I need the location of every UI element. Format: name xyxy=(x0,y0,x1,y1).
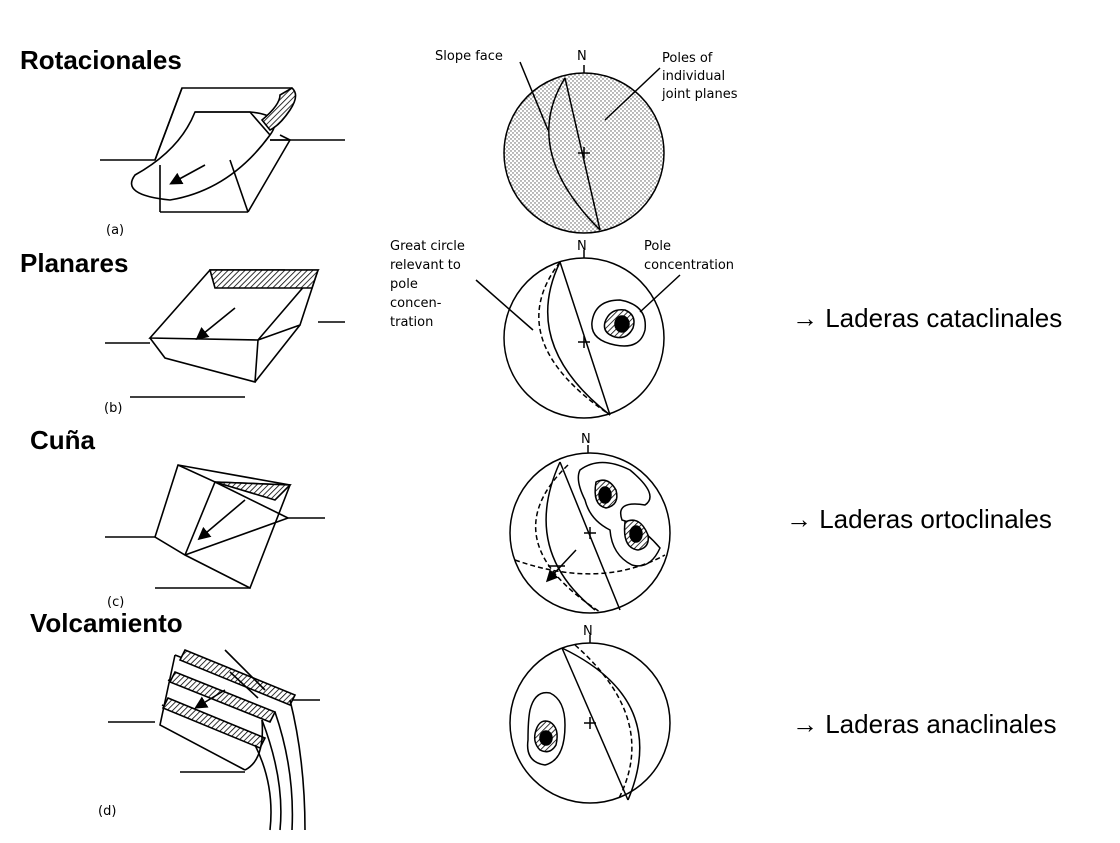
stereonet-toppling xyxy=(509,635,671,804)
north-label-a: N xyxy=(577,49,587,64)
north-label-b: N xyxy=(577,239,587,254)
block-diagram-wedge xyxy=(105,464,325,590)
poles-label-line3: joint planes xyxy=(661,87,738,102)
north-label-c: N xyxy=(581,432,591,447)
relation-ortoclinales: → Laderas ortoclinales xyxy=(786,504,1052,534)
panel-label-a: (a) xyxy=(106,223,124,238)
great-circle-label-line1: Great circle xyxy=(390,239,465,254)
great-circle-label-line5: tration xyxy=(390,315,433,330)
north-label-d: N xyxy=(583,624,593,639)
block-diagram-planar xyxy=(105,269,345,398)
stereonet-wedge xyxy=(509,445,671,614)
poles-label-line1: Poles of xyxy=(662,51,713,66)
relation-cataclinales: → Laderas cataclinales xyxy=(792,303,1063,333)
great-circle-label-line3: pole xyxy=(390,277,418,292)
stereonet-rotational xyxy=(503,61,665,234)
relation-anaclinales: → Laderas anaclinales xyxy=(792,709,1057,739)
great-circle-label-line2: relevant to xyxy=(390,258,461,273)
title-rotacionales: Rotacionales xyxy=(20,45,182,75)
pole-concentration-label-line2: concentration xyxy=(644,258,734,273)
title-planares: Planares xyxy=(20,248,129,278)
title-cuna: Cuña xyxy=(30,425,95,455)
block-diagram-rotational xyxy=(100,87,345,213)
great-circle-label-line4: concen- xyxy=(390,296,442,311)
block-diagram-toppling xyxy=(108,648,320,831)
title-volcamiento: Volcamiento xyxy=(30,608,183,638)
slope-face-label: Slope face xyxy=(435,49,503,64)
panel-label-c: (c) xyxy=(107,595,124,610)
stereonet-planar xyxy=(475,250,681,419)
panel-label-d: (d) xyxy=(98,804,116,819)
pole-concentration-label-line1: Pole xyxy=(644,239,671,254)
panel-label-b: (b) xyxy=(104,401,122,416)
poles-label-line2: individual xyxy=(662,69,725,84)
